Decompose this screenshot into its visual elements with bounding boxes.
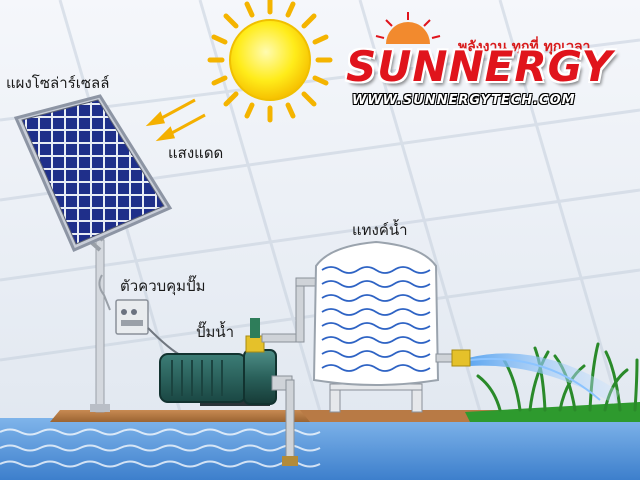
sun-icon	[207, 0, 333, 123]
controller-label: ตัวควบคุมปั๊ม	[120, 277, 206, 295]
water-pump	[159, 318, 293, 406]
brand-logo: SUNNERGY	[346, 42, 613, 91]
pump-controller	[98, 274, 183, 357]
water-source	[0, 418, 640, 480]
pump-label: ปั๊มน้ำ	[196, 323, 235, 341]
suction-pipe	[282, 379, 298, 466]
grass-field	[465, 342, 640, 422]
brand-tagline: พลังงาน ทุกที่ ทุกเวลา	[458, 39, 591, 55]
brand-url[interactable]: WWW.SUNNERGYTECH.COM	[352, 93, 576, 108]
sunlight-arrows	[145, 98, 206, 142]
logo-sun-icon	[375, 12, 441, 44]
sunlight-label: แสงแดด	[168, 144, 224, 162]
water-tank	[312, 240, 440, 413]
water-spray	[468, 353, 620, 404]
solar-panel-label: แผงโซล่าร์เซลล์	[6, 74, 110, 92]
tank-label: แทงค์น้ำ	[352, 221, 408, 239]
outlet-valve	[435, 349, 471, 367]
solar-panel	[13, 94, 173, 252]
